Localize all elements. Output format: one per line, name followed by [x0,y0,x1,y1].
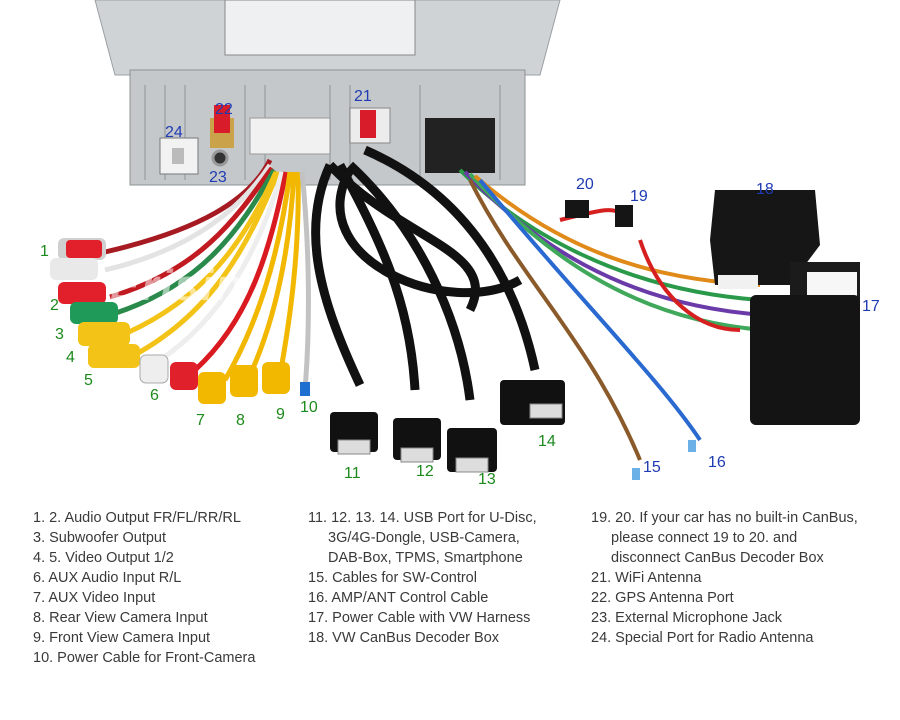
legend-item-continuation: disconnect CanBus Decoder Box [611,550,824,566]
legend-item: 6. AUX Audio Input R/L [33,570,182,586]
callout-17: 17 [862,298,880,315]
legend-item: 1. 2. Audio Output FR/FL/RR/RL [33,510,241,526]
callout-4: 4 [66,349,75,366]
callout-2: 2 [50,297,59,314]
callout-19: 19 [630,188,648,205]
rca-cable-bundle [50,158,311,404]
legend-item-continuation: DAB-Box, TPMS, Smartphone [328,550,523,566]
watermark-logo: Erisin [110,261,244,310]
legend-item: 19. 20. If your car has no built-in CanB… [591,510,858,526]
canbus-decoder-box [710,190,820,289]
callout-15: 15 [643,459,661,476]
harness-drawing: Erisin [50,0,860,480]
legend-column-3: 19. 20. If your car has no built-in CanB… [591,508,858,648]
vw-power-connector [750,262,860,425]
callout-18: 18 [756,181,774,198]
legend-item: 8. Rear View Camera Input [33,610,208,626]
rca-plugs [50,238,310,404]
legend-item: 21. WiFi Antenna [591,570,702,586]
callout-10: 10 [300,399,318,416]
usb-plugs [330,380,565,473]
legend-column-2: 11. 12. 13. 14. USB Port for U-Disc, 3G/… [308,508,537,648]
legend-item: 15. Cables for SW-Control [308,570,477,586]
callout-11: 11 [344,465,361,482]
legend-item: 23. External Microphone Jack [591,610,783,626]
callout-14: 14 [538,433,556,450]
usb-cables [311,145,540,401]
legend-item-continuation: 3G/4G-Dongle, USB-Camera, [328,530,520,546]
legend-item: 18. VW CanBus Decoder Box [308,630,500,646]
callout-5: 5 [84,372,93,389]
callout-16: 16 [708,454,726,471]
callout-8: 8 [236,412,245,429]
legend-item: 9. Front View Camera Input [33,630,211,646]
callout-22: 22 [215,101,233,118]
legend-item: 3. Subwoofer Output [33,530,166,546]
small-connectors [565,200,696,480]
legend-item: 7. AUX Video Input [33,590,156,606]
callout-13: 13 [478,471,496,488]
callout-3: 3 [55,326,64,343]
legend-item: 11. 12. 13. 14. USB Port for U-Disc, [308,510,537,526]
callout-7: 7 [196,412,205,429]
callout-12: 12 [416,463,434,480]
legend-column-1: 1. 2. Audio Output FR/FL/RR/RL 3. Subwoo… [33,508,255,668]
head-unit [94,0,561,186]
callout-20: 20 [576,176,594,193]
callout-21: 21 [354,88,372,105]
callout-1: 1 [40,243,49,260]
legend-item: 10. Power Cable for Front-Camera [33,650,256,666]
callout-23: 23 [209,169,227,186]
legend-item: 22. GPS Antenna Port [591,590,734,606]
legend-item: 24. Special Port for Radio Antenna [591,630,814,646]
legend-item: 16. AMP/ANT Control Cable [308,590,489,606]
legend-item: 17. Power Cable with VW Harness [308,610,531,626]
callout-24: 24 [165,124,183,141]
callout-6: 6 [150,387,159,404]
callout-9: 9 [276,406,285,423]
harness-illustration: Erisin [50,0,860,480]
legend-item: 4. 5. Video Output 1/2 [33,550,174,566]
legend-item-continuation: please connect 19 to 20. and [611,530,798,546]
